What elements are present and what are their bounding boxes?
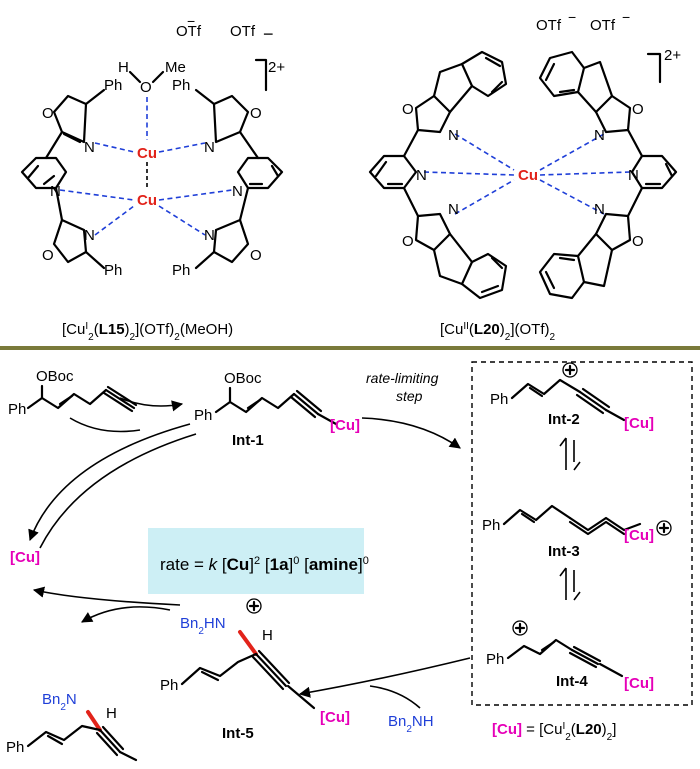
- copper-catalyst-label: [Cu]: [320, 709, 350, 726]
- copper-atom: Cu: [137, 145, 157, 162]
- pyridine-n: N: [416, 167, 427, 184]
- phenyl: Ph: [194, 407, 212, 424]
- product-release-arrow: [81, 606, 171, 623]
- copper-definition: [Cu] = [CuI2(L20)2]: [492, 721, 616, 743]
- phenyl: Ph: [6, 739, 24, 756]
- catalyst-binding-arrow: [28, 423, 191, 542]
- dibenzylammonium: Bn2HN: [180, 615, 226, 637]
- phenyl: Ph: [172, 262, 190, 279]
- otf-counterion: OTf: [176, 23, 202, 40]
- phenyl: Ph: [486, 651, 504, 668]
- otf-counterion: OTf: [230, 23, 256, 40]
- intermediate-int-3: Ph [Cu] Int-3: [482, 504, 672, 560]
- phenyl: Ph: [8, 401, 26, 418]
- equilibrium-arrow: [559, 567, 581, 601]
- rate-limiting-arrow: [361, 417, 461, 449]
- rate-limiting-label: rate-limiting: [366, 370, 439, 386]
- intermediate-int-5: Bn2HN H Ph [Cu] Int-5: [160, 598, 350, 742]
- int-2-label: Int-2: [548, 411, 580, 428]
- oboc-group: OBoc: [224, 370, 262, 387]
- oxazoline-o: O: [632, 233, 644, 250]
- int-4-label: Int-4: [556, 673, 588, 690]
- oxazoline-o: O: [250, 105, 262, 122]
- cu-l20-complex: OTf − OTf − 2+ Cu N O N O N N: [368, 9, 681, 343]
- oxazoline-o: O: [402, 101, 414, 118]
- svg-text:−: −: [568, 9, 576, 25]
- copper-atom: Cu: [518, 167, 538, 184]
- copper-catalyst-label: [Cu]: [624, 415, 654, 432]
- catalyst-regeneration-arrow: [32, 586, 181, 606]
- oxazoline-o: O: [402, 233, 414, 250]
- hydrogen-atom: H: [106, 705, 117, 722]
- intermediate-int-2: Ph [Cu] Int-2: [490, 362, 654, 432]
- oxazoline-n: N: [448, 127, 459, 144]
- svg-text:−: −: [263, 24, 274, 44]
- l20-complex-caption: [CuII(L20)2](OTf)2: [440, 321, 555, 343]
- substrate-to-int1-arrow: [119, 397, 184, 412]
- pyridine-n: N: [50, 183, 61, 200]
- nucleophilic-attack-arrow: [298, 657, 471, 698]
- oxazoline-n: N: [594, 127, 605, 144]
- amine-addition-arrow: [369, 685, 421, 709]
- oxazoline-o: O: [250, 247, 262, 264]
- phenyl: Ph: [104, 77, 122, 94]
- oxazoline-n: N: [448, 201, 459, 218]
- phenyl: Ph: [490, 391, 508, 408]
- copper-atom: Cu: [137, 192, 157, 209]
- pyridine-n: N: [232, 183, 243, 200]
- oxazoline-o: O: [42, 247, 54, 264]
- int-3-label: Int-3: [548, 543, 580, 560]
- copper-catalyst-label: [Cu]: [330, 417, 360, 434]
- oboc-group: OBoc: [36, 368, 74, 385]
- substrate-entry-arrow: [69, 417, 141, 433]
- section-divider: [0, 346, 700, 350]
- int-5-label: Int-5: [222, 725, 254, 742]
- phenyl: Ph: [482, 517, 500, 534]
- dibenzylamino-group: Bn2N: [42, 691, 77, 713]
- pyridine-n: N: [628, 167, 639, 184]
- intermediate-int-1: OBoc Ph [Cu] Int-1: [194, 370, 360, 449]
- copper-catalyst-label: [Cu]: [624, 675, 654, 692]
- rate-law: rate = k [Cu]2 [1a]0 [amine]0: [160, 555, 369, 574]
- oxazoline-n: N: [204, 227, 215, 244]
- copper-catalyst: [Cu]: [10, 549, 40, 566]
- hydrogen-atom: H: [262, 627, 273, 644]
- l15-complex-caption: [CuI2(L15)2](OTf)2(MeOH): [62, 321, 233, 343]
- methanol-o: O: [140, 79, 152, 96]
- cu-l15-complex: OTf − OTf − 2+ H O Me Cu Cu N O N: [20, 13, 285, 343]
- intermediate-int-4: Ph [Cu] Int-4: [486, 620, 654, 692]
- oxazoline-n: N: [84, 227, 95, 244]
- otf-counterion: OTf: [536, 17, 562, 34]
- intermediate-box: [471, 361, 693, 706]
- oxazoline-n: N: [84, 139, 95, 156]
- phenyl: Ph: [160, 677, 178, 694]
- int-1-label: Int-1: [232, 432, 264, 449]
- oxazoline-o: O: [42, 105, 54, 122]
- propargylic-amine-product: Bn2N H Ph: [6, 691, 138, 762]
- oxazoline-o: O: [632, 101, 644, 118]
- oxazoline-n: N: [594, 201, 605, 218]
- svg-text:−: −: [622, 9, 630, 25]
- copper-catalyst-label: [Cu]: [624, 527, 654, 544]
- oxazoline-n: N: [204, 139, 215, 156]
- substrate-1a: OBoc Ph: [8, 368, 138, 418]
- methanol-me: Me: [165, 59, 186, 76]
- charge-bracket: [254, 58, 268, 92]
- dibenzylamine-reagent: Bn2NH: [388, 713, 434, 735]
- phenyl: Ph: [104, 262, 122, 279]
- phenyl: Ph: [172, 77, 190, 94]
- charge-label: 2+: [268, 59, 285, 76]
- charge-label: 2+: [664, 47, 681, 64]
- otf-counterion: OTf: [590, 17, 616, 34]
- methanol-h: H: [118, 59, 129, 76]
- equilibrium-arrow: [559, 437, 581, 471]
- catalyst-binding-arrow: [39, 433, 197, 549]
- svg-text:−: −: [187, 13, 195, 29]
- rate-law-box: [148, 528, 364, 594]
- step-label: step: [396, 388, 423, 404]
